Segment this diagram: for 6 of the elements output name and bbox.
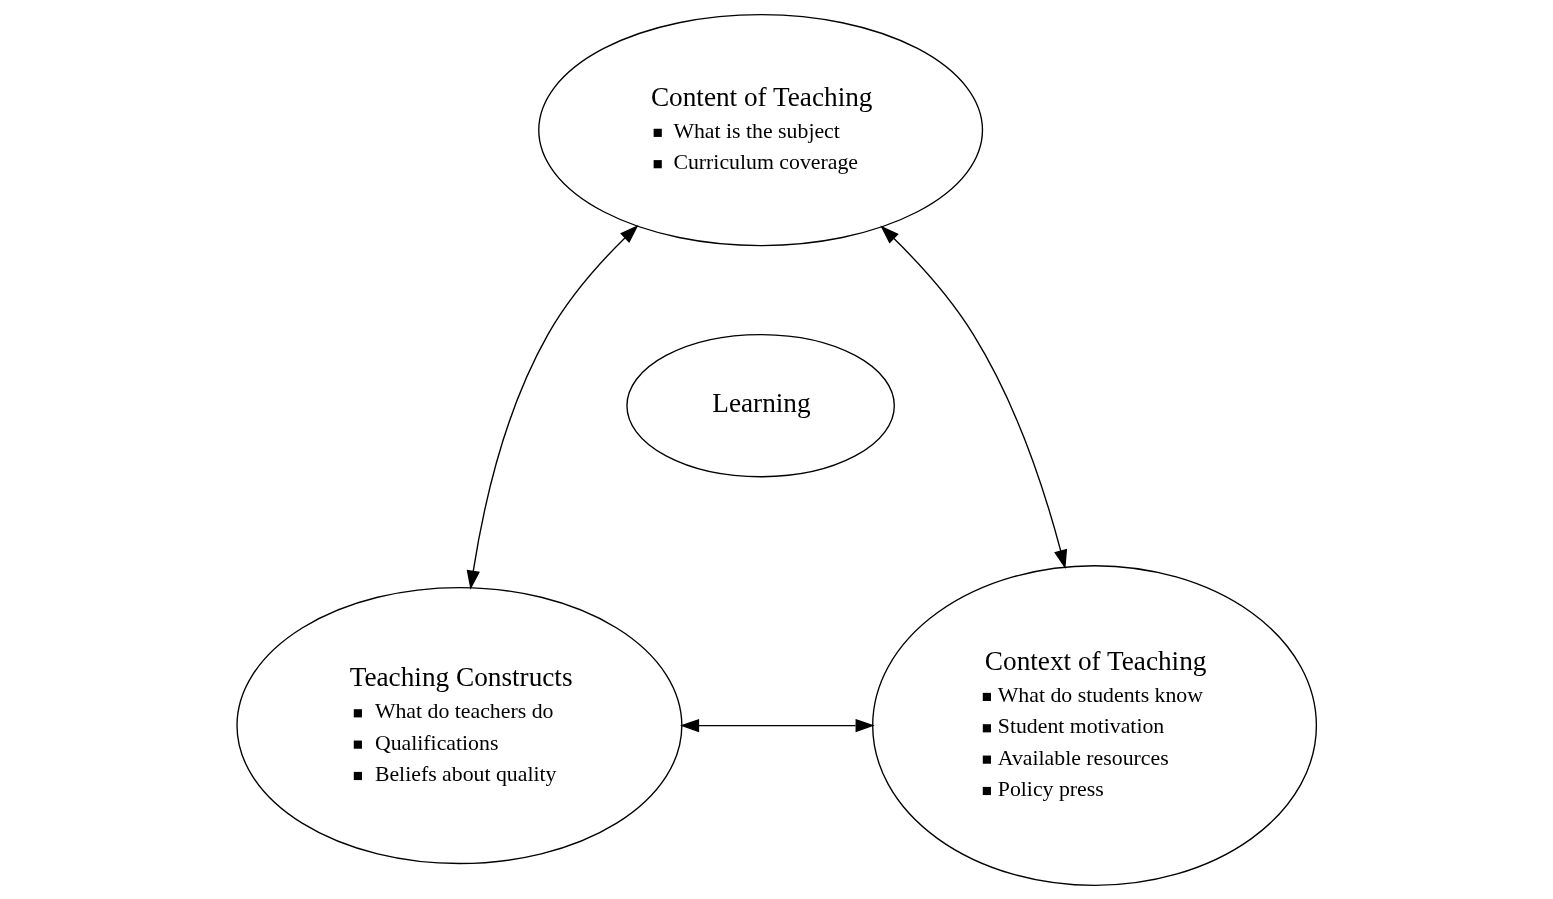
arrow xyxy=(680,718,875,732)
node-ellipse: Learning xyxy=(626,333,895,477)
arrow xyxy=(880,225,1068,569)
arrow xyxy=(466,224,639,590)
node-ellipse: Context of Teaching What do students know Student motivation Available resources Policy press xyxy=(872,564,1318,886)
node-ellipse: Teaching Constructs What do teachers do Qualifications Beliefs about quality xyxy=(236,586,683,864)
